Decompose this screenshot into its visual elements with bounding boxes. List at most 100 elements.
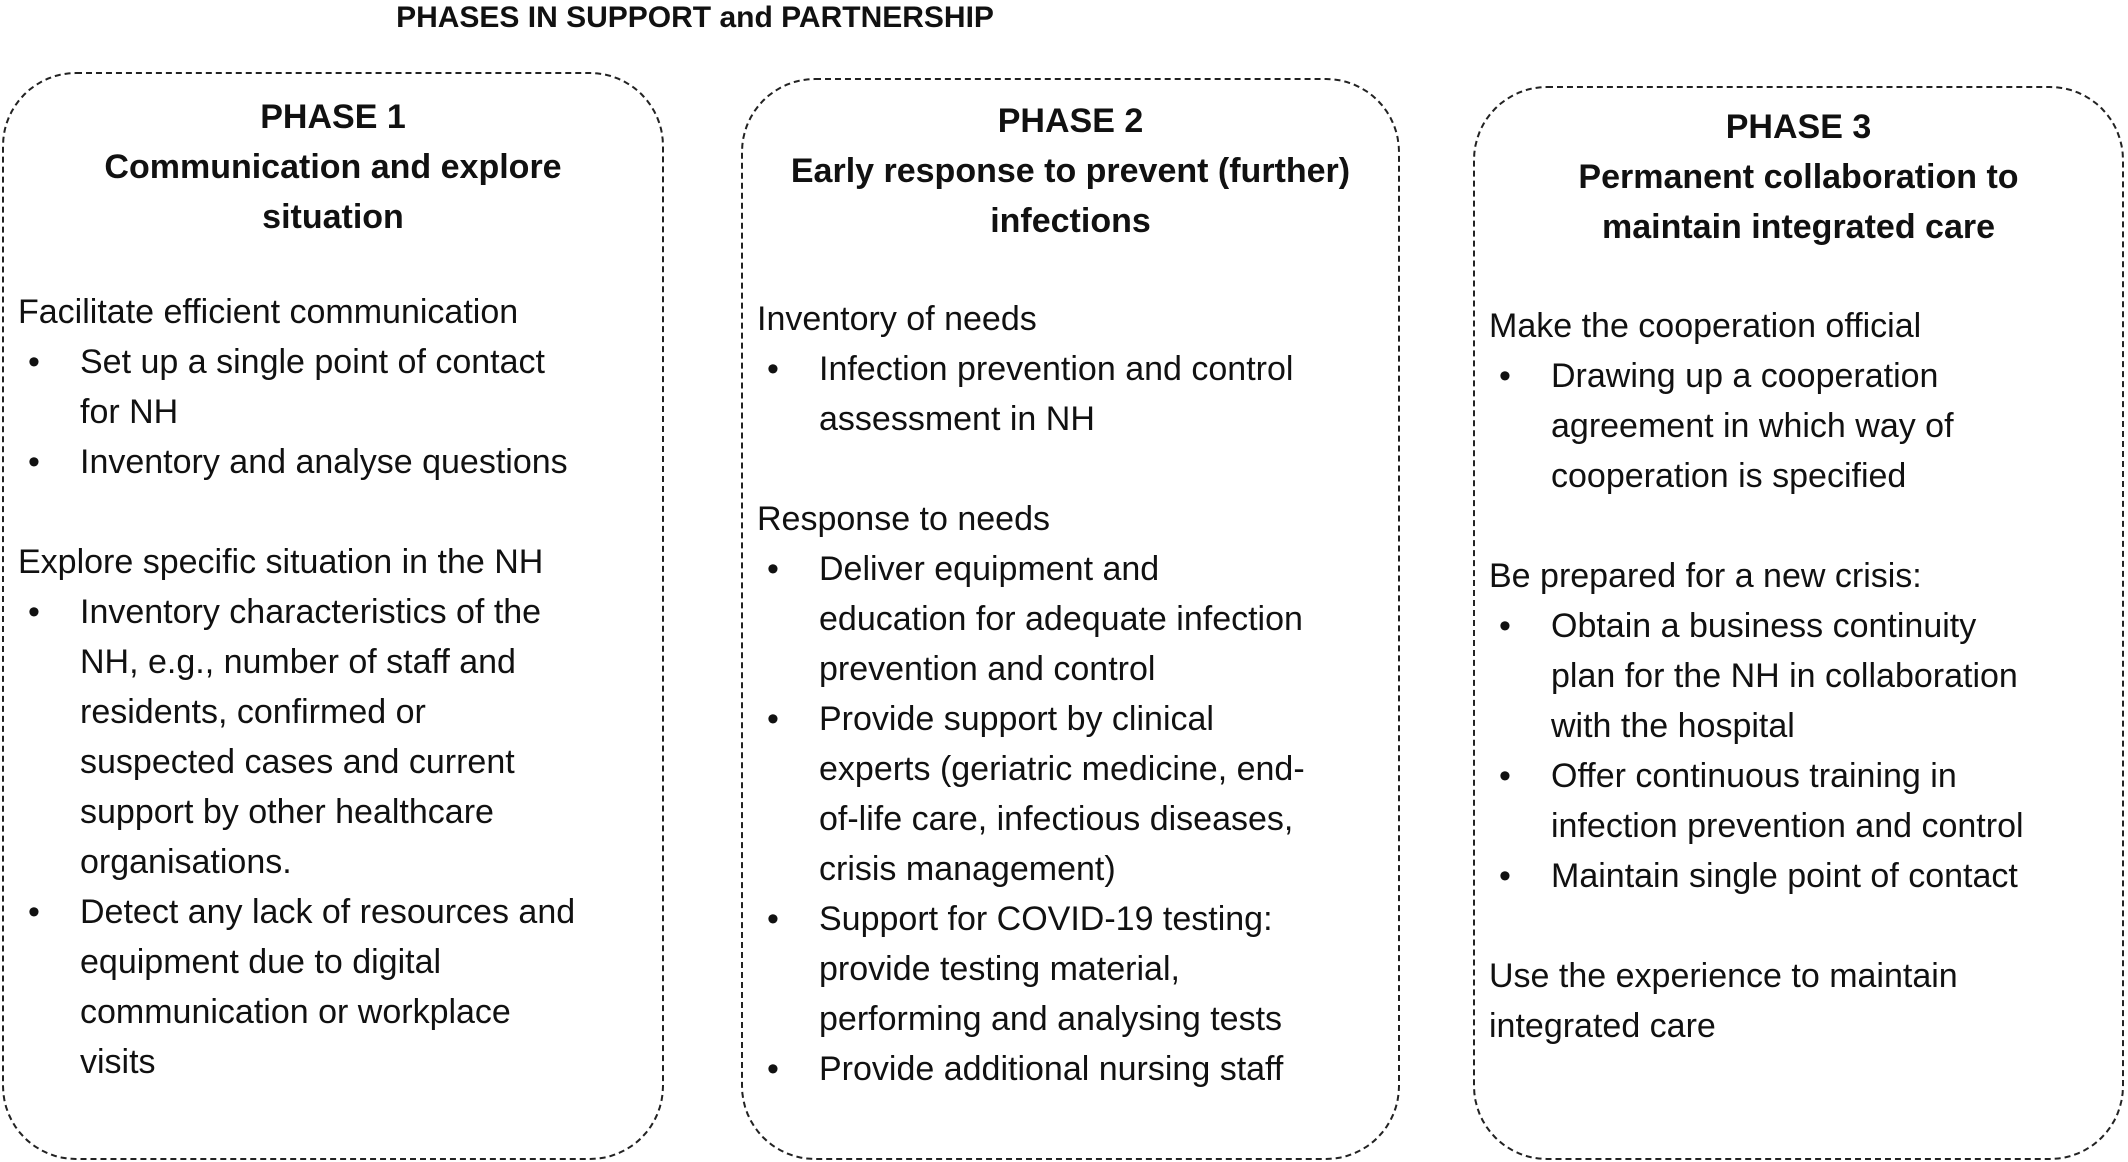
phase-section: Facilitate efficient communication • Set u… bbox=[18, 287, 656, 487]
bullet-item: • Drawing up a cooperation agreement in wh… bbox=[1489, 351, 2116, 501]
phase-2-box: PHASE 2 Early response to prevent (furthe… bbox=[741, 78, 1400, 1160]
section-title-line: Use the experience to maintain bbox=[1489, 957, 1958, 995]
bullet-dot-icon: • bbox=[28, 593, 40, 631]
diagram-title: PHASES IN SUPPORT and PARTNERSHIP bbox=[396, 1, 994, 34]
bullet-dot-icon: • bbox=[767, 700, 779, 738]
phase-1-box: PHASE 1 Communication and explore situatio… bbox=[2, 72, 664, 1160]
bullet-text-line: Drawing up a cooperation bbox=[1551, 357, 1939, 395]
phase-heading-line: Early response to prevent (further) bbox=[790, 152, 1351, 190]
bullet-dot-icon: • bbox=[28, 343, 40, 381]
bullet-list: • Drawing up a cooperation agreement in wh… bbox=[1489, 351, 2116, 501]
bullet-dot-icon: • bbox=[767, 350, 779, 388]
bullet-text-line: assessment in NH bbox=[819, 400, 1095, 438]
bullet-text-line: residents, confirmed or bbox=[80, 693, 426, 731]
section-title: Facilitate efficient communication bbox=[18, 293, 519, 331]
bullet-item: • Infection prevention and control assessm… bbox=[757, 344, 1392, 444]
bullet-text-line: Set up a single point of contact bbox=[80, 343, 545, 381]
bullet-text-line: performing and analysing tests bbox=[819, 1000, 1283, 1038]
phase-3-body: Make the cooperation official • Drawing up… bbox=[1489, 301, 2116, 1051]
bullet-dot-icon: • bbox=[1499, 357, 1511, 395]
phase-heading-line: situation bbox=[262, 198, 404, 236]
bullet-text-line: Deliver equipment and bbox=[819, 550, 1160, 588]
bullet-text-line: cooperation is specified bbox=[1551, 457, 1907, 495]
bullet-list: • Infection prevention and control assessm… bbox=[757, 344, 1392, 444]
phase-section: Make the cooperation official • Drawing up… bbox=[1489, 301, 2116, 501]
bullet-text-line: for NH bbox=[80, 393, 179, 431]
bullet-text-line: education for adequate infection bbox=[819, 600, 1303, 638]
bullet-text-line: Offer continuous training in bbox=[1551, 757, 1957, 795]
bullet-text-line: Infection prevention and control bbox=[819, 350, 1294, 388]
phase-3-box: PHASE 3 Permanent collaboration to maintai… bbox=[1473, 86, 2124, 1160]
bullet-text-line: NH, e.g., number of staff and bbox=[80, 643, 516, 681]
bullet-text-line: visits bbox=[80, 1043, 156, 1081]
phase-section: Inventory of needs • Infection prevention … bbox=[757, 294, 1392, 444]
bullet-item: • Inventory and analyse questions bbox=[18, 437, 656, 487]
phase-2-body: Inventory of needs • Infection prevention … bbox=[757, 294, 1392, 1094]
bullet-list: • Deliver equipment and education for adeq… bbox=[757, 544, 1392, 1094]
bullet-text-line: crisis management) bbox=[819, 850, 1116, 888]
bullet-dot-icon: • bbox=[28, 443, 40, 481]
phase-2-heading: PHASE 2 Early response to prevent (furthe… bbox=[753, 96, 1388, 246]
bullet-dot-icon: • bbox=[767, 900, 779, 938]
phase-section: Be prepared for a new crisis: • Obtain a b… bbox=[1489, 551, 2116, 901]
bullet-item: • Support for COVID-19 testing: provide te… bbox=[757, 894, 1392, 1044]
bullet-text-line: Maintain single point of contact bbox=[1551, 857, 2018, 895]
phase-3-heading: PHASE 3 Permanent collaboration to maintai… bbox=[1485, 102, 2112, 252]
phase-heading-line: PHASE 2 bbox=[997, 102, 1144, 140]
bullet-text-line: Provide support by clinical bbox=[819, 700, 1214, 738]
bullet-text-line: infection prevention and control bbox=[1551, 807, 2024, 845]
bullet-dot-icon: • bbox=[1499, 607, 1511, 645]
bullet-text-line: agreement in which way of bbox=[1551, 407, 1954, 445]
section-title: Response to needs bbox=[757, 500, 1050, 538]
bullet-text-line: Provide additional nursing staff bbox=[819, 1050, 1284, 1088]
phase-heading-line: infections bbox=[990, 202, 1151, 240]
section-title: Make the cooperation official bbox=[1489, 307, 1922, 345]
bullet-text-line: plan for the NH in collaboration bbox=[1551, 657, 2018, 695]
bullet-item: • Maintain single point of contact bbox=[1489, 851, 2116, 901]
bullet-dot-icon: • bbox=[1499, 857, 1511, 895]
section-title: Explore specific situation in the NH bbox=[18, 543, 544, 581]
bullet-text-line: Support for COVID-19 testing: bbox=[819, 900, 1273, 938]
bullet-dot-icon: • bbox=[1499, 757, 1511, 795]
bullet-text-line: of-life care, infectious diseases, bbox=[819, 800, 1294, 838]
phase-heading-line: maintain integrated care bbox=[1601, 208, 1995, 246]
section-title: Be prepared for a new crisis: bbox=[1489, 557, 1922, 595]
phase-1-heading: PHASE 1 Communication and explore situatio… bbox=[14, 92, 652, 242]
bullet-text-line: with the hospital bbox=[1551, 707, 1795, 745]
bullet-text-line: experts (geriatric medicine, end- bbox=[819, 750, 1305, 788]
bullet-text-line: organisations. bbox=[80, 843, 292, 881]
bullet-item: • Obtain a business continuity plan for th… bbox=[1489, 601, 2116, 751]
phase-heading-line: PHASE 3 bbox=[1725, 108, 1872, 146]
bullet-text-line: Obtain a business continuity bbox=[1551, 607, 1977, 645]
bullet-item: • Deliver equipment and education for adeq… bbox=[757, 544, 1392, 694]
bullet-text-line: prevention and control bbox=[819, 650, 1156, 688]
bullet-dot-icon: • bbox=[767, 550, 779, 588]
bullet-dot-icon: • bbox=[767, 1050, 779, 1088]
bullet-text-line: Inventory and analyse questions bbox=[80, 443, 568, 481]
bullet-text-line: equipment due to digital bbox=[80, 943, 442, 981]
bullet-text-line: communication or workplace bbox=[80, 993, 511, 1031]
bullet-text-line: suspected cases and current bbox=[80, 743, 515, 781]
bullet-text-line: Detect any lack of resources and bbox=[80, 893, 576, 931]
phase-heading-line: PHASE 1 bbox=[260, 98, 406, 136]
phase-section: Explore specific situation in the NH • Inv… bbox=[18, 537, 656, 1087]
section-title-line: integrated care bbox=[1489, 1007, 1716, 1045]
phase-1-body: Facilitate efficient communication • Set u… bbox=[18, 287, 656, 1087]
section-title: Inventory of needs bbox=[757, 300, 1037, 338]
phase-heading-line: Permanent collaboration to bbox=[1578, 158, 2019, 196]
bullet-item: • Provide support by clinical experts (ger… bbox=[757, 694, 1392, 894]
phase-section: Response to needs • Deliver equipment and e… bbox=[757, 494, 1392, 1094]
bullet-list: • Obtain a business continuity plan for th… bbox=[1489, 601, 2116, 901]
phase-heading-line: Communication and explore bbox=[104, 148, 562, 186]
bullet-text-line: Inventory characteristics of the bbox=[80, 593, 542, 631]
bullet-item: • Provide additional nursing staff bbox=[757, 1044, 1392, 1094]
bullet-text-line: support by other healthcare bbox=[80, 793, 494, 831]
bullet-item: • Set up a single point of contact for NH bbox=[18, 337, 656, 437]
phase-section: Use the experience to maintain integrated… bbox=[1489, 951, 2116, 1051]
bullet-text-line: provide testing material, bbox=[819, 950, 1180, 988]
bullet-item: • Offer continuous training in infection p… bbox=[1489, 751, 2116, 851]
